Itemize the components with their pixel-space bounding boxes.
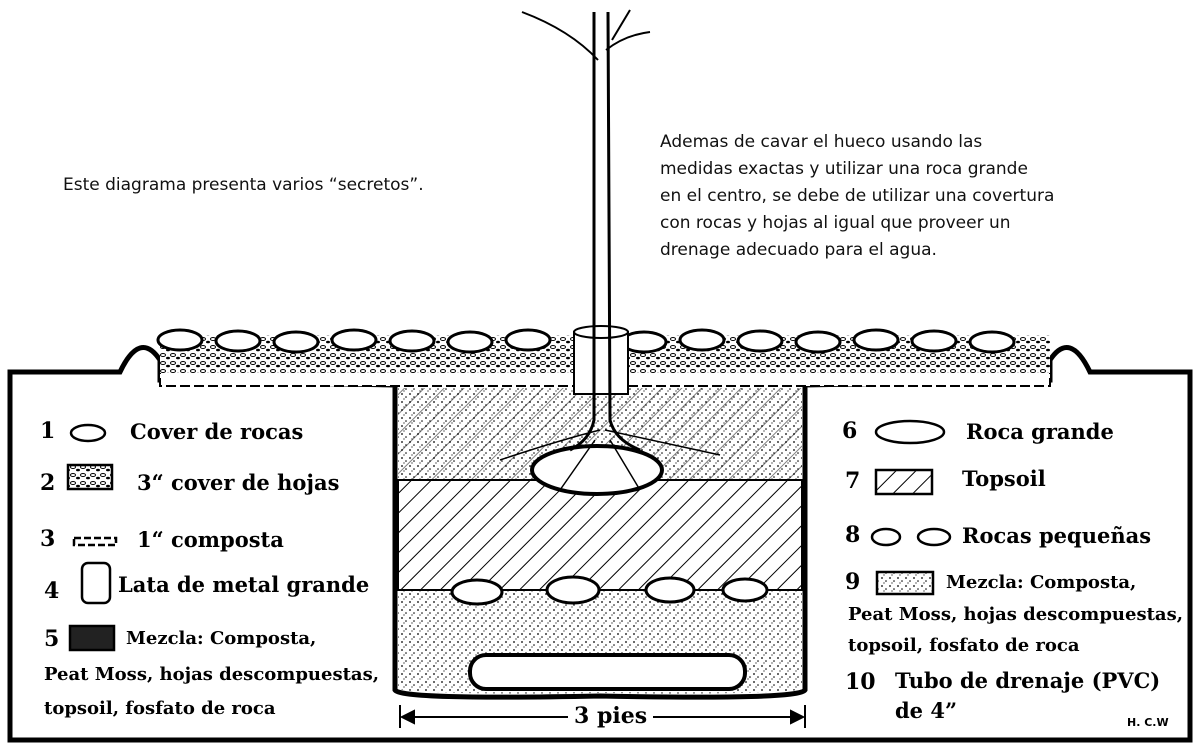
cover-rock (388, 329, 436, 353)
description-line: medidas exactas y utilizar una roca gran… (660, 159, 1028, 179)
cover-rock (968, 330, 1016, 354)
legend-label: 1“ composta (137, 527, 284, 552)
mix-icon (68, 624, 116, 652)
cover-rock (214, 329, 262, 353)
tree (499, 9, 721, 491)
cover-rocks (156, 328, 1016, 354)
signature: H. C.W (1127, 716, 1169, 729)
description-line: en el centro, se debe de utilizar una co… (660, 186, 1055, 206)
small-rock-icon (870, 527, 902, 547)
legend-label: 3“ cover de hojas (137, 470, 340, 495)
legend-label: Topsoil (962, 466, 1046, 491)
compost-icon (72, 536, 118, 547)
legend-label: Rocas pequeñas (962, 523, 1152, 548)
cover-rock (272, 330, 320, 354)
legend-number: 5 (44, 626, 60, 652)
metal-can (573, 331, 629, 395)
legend-label-line: Peat Moss, hojas descompuestas, (848, 604, 1183, 625)
mix-icon-right (875, 570, 935, 596)
legend-number: 7 (845, 468, 861, 494)
legend-icons (66, 419, 952, 652)
cover-rock (504, 328, 552, 352)
ground-outline (7, 345, 1193, 743)
legend-number: 1 (40, 418, 56, 444)
cover-rock (678, 328, 726, 352)
legend-label: Mezcla: Composta, (946, 572, 1137, 593)
legend-label-line: topsoil, fosfato de roca (848, 635, 1080, 656)
cover-rock (156, 328, 204, 352)
topsoil-icon (874, 468, 934, 496)
legend-number: 6 (842, 418, 858, 444)
intro-note: Este diagrama presenta varios “secretos”… (63, 175, 424, 195)
description-line: con rocas y hojas al igual que proveer u… (660, 213, 1011, 233)
big-rock-icon (874, 419, 946, 445)
cover-rock (910, 329, 958, 353)
legend-number: 8 (845, 522, 861, 548)
legend-label: Tubo de drenaje (PVC) (895, 668, 1161, 693)
big-rock (530, 444, 664, 496)
dimension-label: 3 pies (568, 703, 654, 729)
legend-label-line: Peat Moss, hojas descompuestas, (44, 664, 379, 685)
cover-rock (446, 330, 494, 354)
description-line: drenage adecuado para el agua. (660, 240, 937, 260)
legend-label-line: de 4” (895, 698, 958, 723)
cover-rock (736, 329, 784, 353)
topsoil-layer (397, 479, 803, 591)
legend-number: 3 (40, 526, 56, 552)
cover-rock (330, 328, 378, 352)
legend-label: Cover de rocas (130, 419, 304, 444)
legend-number: 9 (845, 569, 861, 595)
legend-label: Roca grande (966, 419, 1114, 444)
cover-rock (794, 330, 842, 354)
legend-label: Mezcla: Composta, (126, 628, 317, 649)
cover-rock (852, 328, 900, 352)
legend-number: 10 (845, 669, 876, 695)
legend-number: 4 (44, 578, 60, 604)
legend-number: 2 (40, 470, 56, 496)
drain-pipe (468, 653, 747, 691)
leaf-cover-icon (66, 463, 114, 491)
legend-label: Lata de metal grande (118, 572, 370, 597)
can-icon (80, 561, 112, 605)
small-rocks (450, 575, 769, 606)
legend-label-line: topsoil, fosfato de roca (44, 698, 276, 719)
rock-icon (69, 423, 107, 443)
description-line: Ademas de cavar el hueco usando las (660, 132, 983, 152)
